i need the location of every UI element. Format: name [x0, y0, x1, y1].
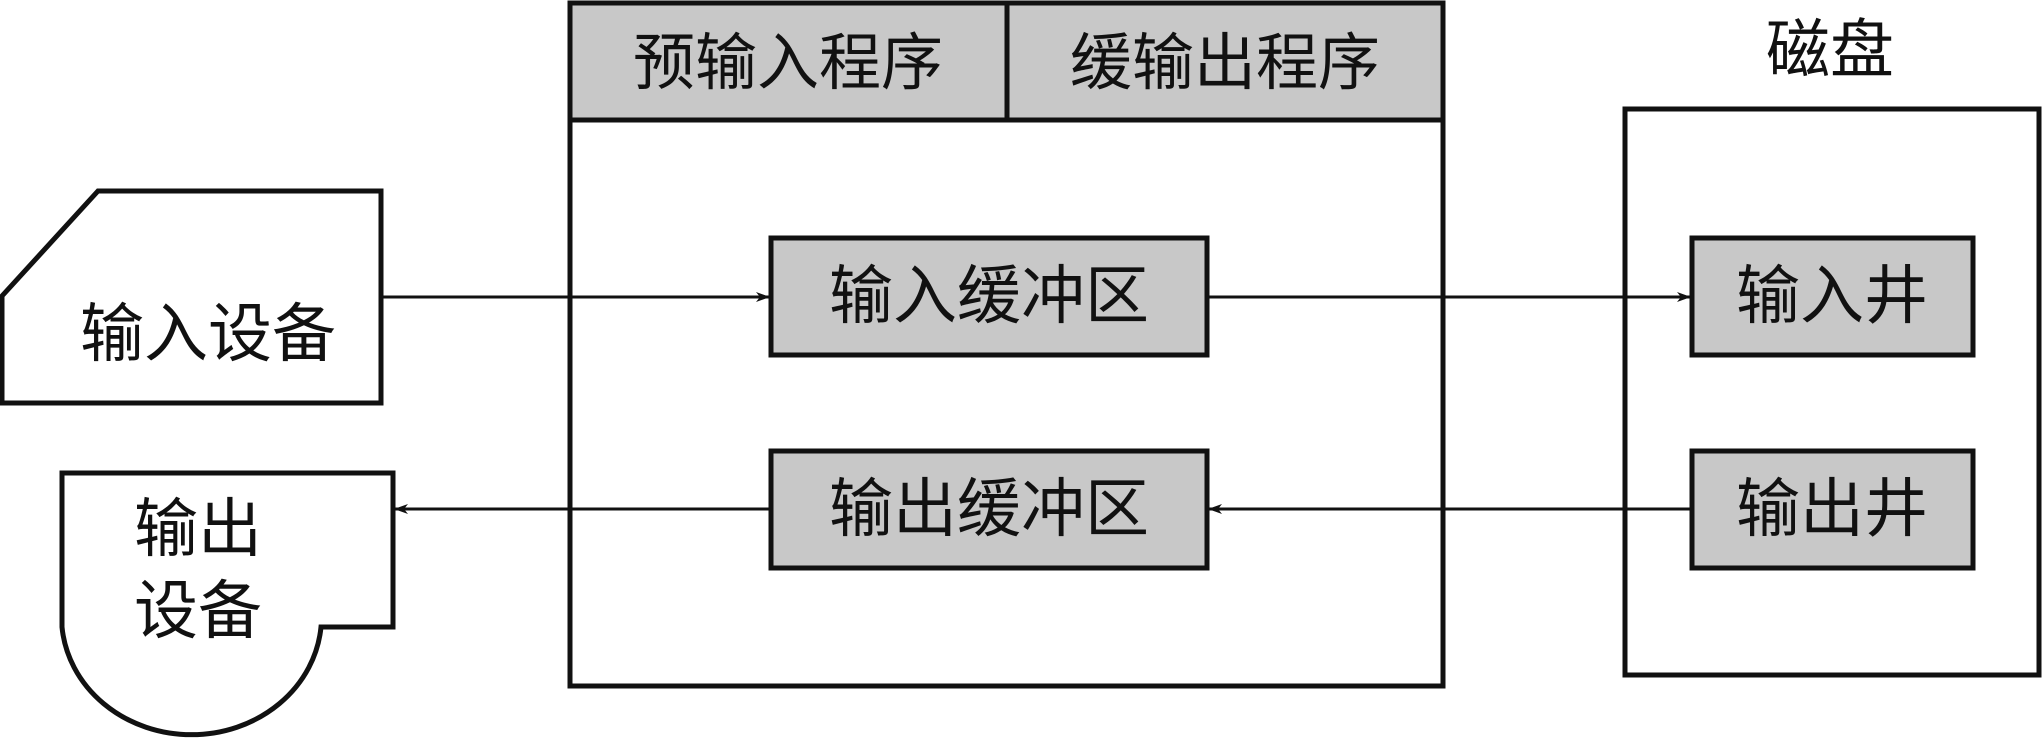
input-device-shape [0, 188, 384, 406]
output-buffer-label: 输出缓冲区 [829, 473, 1149, 547]
pre-input-program-label: 预输入程序 [633, 26, 943, 99]
output-buffer-box [768, 448, 1210, 571]
disk-title: 磁盘 [1766, 14, 1894, 88]
disk-frame [1622, 106, 2042, 678]
output-well-box [1689, 448, 1976, 571]
output-device: 输出 设备 [59, 470, 396, 738]
spool-output-program-label: 缓输出程序 [1070, 26, 1380, 99]
spool-output-program-box [1004, 0, 1446, 123]
input-buffer-label: 输入缓冲区 [829, 260, 1149, 334]
input-buffer-box [768, 235, 1210, 358]
input-device: 输入设备 [0, 188, 384, 406]
output-device-shape [59, 470, 396, 738]
output-device-label-line2: 设备 [134, 575, 262, 649]
input-well-box [1689, 235, 1976, 358]
output-device-label-line1: 输出 [134, 493, 262, 567]
spooling-system: 预输入程序 缓输出程序 输入缓冲区 输出缓冲区 [567, 0, 1446, 689]
disk: 磁盘 输入井 输出井 [1622, 14, 2042, 678]
input-device-label: 输入设备 [80, 298, 336, 372]
input-well-label: 输入井 [1736, 260, 1928, 334]
output-well-label: 输出井 [1736, 473, 1928, 547]
